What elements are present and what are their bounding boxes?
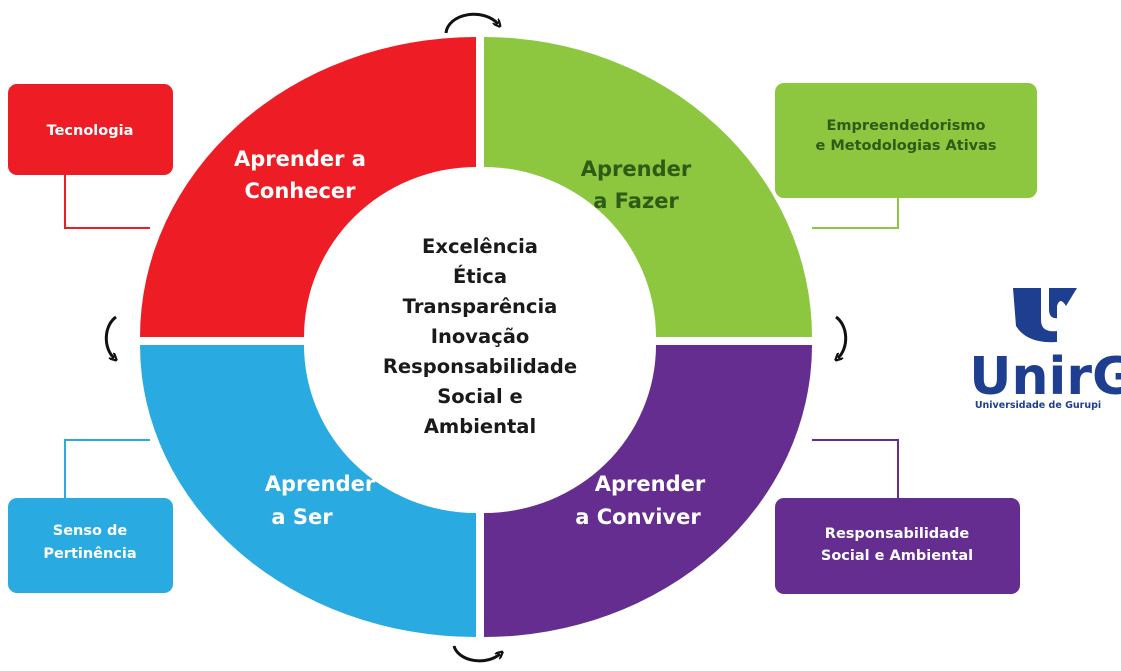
center-line: Excelência <box>422 235 538 258</box>
quadrant-label-bottom-right: Aprender <box>595 472 706 496</box>
center-line: Responsabilidade <box>383 355 577 378</box>
box-responsabilidade-label: Responsabilidade <box>825 526 970 542</box>
center-line: Inovação <box>431 325 530 348</box>
logo-subtitle: Universidade de Gurupi <box>975 400 1101 411</box>
quadrant-label-top-left: Conhecer <box>244 179 356 203</box>
quadrant-top-right <box>484 37 812 337</box>
center-circle <box>310 173 650 509</box>
quadrant-label-top-left: Aprender a <box>234 147 366 171</box>
quadrant-top-left <box>140 37 476 337</box>
cycle-arrow-icon <box>104 315 116 358</box>
cycle-arrow-icon <box>452 645 500 663</box>
quadrant-label-bottom-left: Aprender <box>265 472 376 496</box>
quadrant-label-top-right: a Fazer <box>593 189 679 213</box>
box-responsabilidade-label: Social e Ambiental <box>821 548 973 564</box>
box-empreendedorismo <box>775 83 1037 198</box>
quadrant-label-bottom-right: a Conviver <box>575 505 701 529</box>
box-responsabilidade <box>775 498 1020 594</box>
quadrant-bottom-left <box>140 345 476 637</box>
center-line: Social e <box>437 385 523 408</box>
logo-name: UnirG <box>969 347 1121 407</box>
center-line: Transparência <box>403 295 558 318</box>
center-line: Ambiental <box>424 415 536 438</box>
connector-tecnologia <box>64 175 150 229</box>
box-senso-label: Pertinência <box>43 546 136 562</box>
box-senso <box>8 498 173 593</box>
connector-empreendedorismo <box>812 198 899 229</box>
box-empreendedorismo-label: Empreendedorismo <box>827 118 986 134</box>
center-line: Ética <box>453 265 507 288</box>
cycle-arrow-icon <box>444 12 498 34</box>
box-senso-label: Senso de <box>53 523 128 539</box>
quadrant-label-top-right: Aprender <box>581 157 692 181</box>
cycle-arrow-icon <box>836 315 848 358</box>
unirg-logo: UnirG Universidade de Gurupi <box>969 288 1121 411</box>
quadrant-bottom-right <box>484 345 812 637</box>
center-values: Excelência Ética Transparência Inovação … <box>383 235 577 438</box>
box-empreendedorismo-label: e Metodologias Ativas <box>815 138 996 154</box>
connector-responsabilidade <box>812 439 899 498</box>
box-tecnologia <box>8 84 173 175</box>
quadrant-label-bottom-left: a Ser <box>271 505 333 529</box>
box-tecnologia-label: Tecnologia <box>47 123 134 139</box>
connector-senso <box>64 439 150 498</box>
logo-emblem <box>1013 288 1077 343</box>
